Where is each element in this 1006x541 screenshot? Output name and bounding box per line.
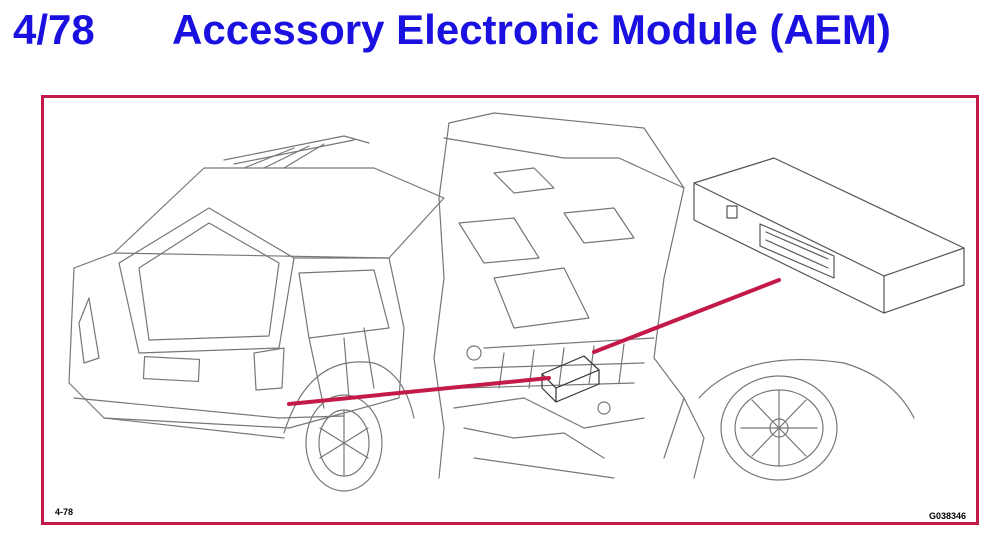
cargo-area-cutaway [433,112,705,479]
illustration-frame: 4-78 G038346 [41,95,979,525]
aem-installed-location [541,355,600,403]
location-pointers [287,278,781,406]
figure-id: 4-78 [55,507,74,517]
drawing-code: G038346 [928,511,966,521]
aem-module [693,157,965,314]
vehicle-rear-view [68,135,445,492]
page-title: Accessory Electronic Module (AEM) [172,6,891,53]
rear-wheel-detail [698,358,915,481]
title-row: 4/78 Accessory Electronic Module (AEM) [0,0,1006,80]
aem-location-illustration [68,112,965,492]
pointer-vehicle-to-module [287,376,551,406]
pointer-module-to-detail [592,278,781,354]
page-number: 4/78 [13,6,95,53]
